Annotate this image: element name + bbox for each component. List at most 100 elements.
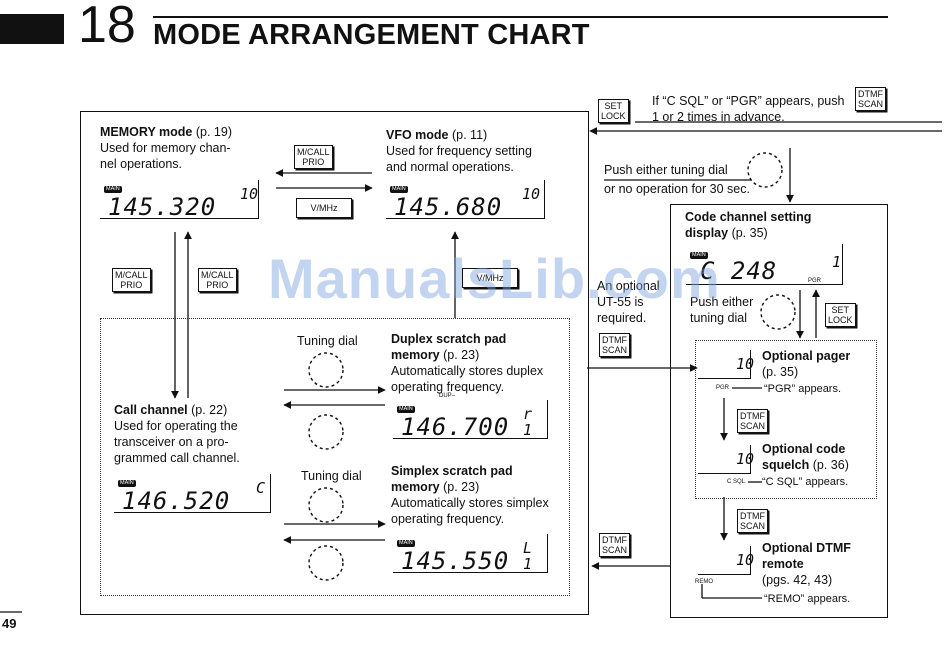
code-channel-title: Code channel setting <box>685 210 812 224</box>
main-indicator: MAIN <box>390 186 408 193</box>
pager-ref: (p. 35) <box>762 365 799 379</box>
scratch-pad-box <box>100 318 570 596</box>
code-push-line1: Push either <box>690 295 754 309</box>
memory-mode-desc-2: nel operations. <box>100 157 183 171</box>
tuning-dial-label-2: Tuning dial <box>301 469 362 483</box>
key-label: DTMF <box>858 89 883 99</box>
main-indicator: MAIN <box>118 480 136 487</box>
simplex-ref: (p. 23) <box>443 480 480 494</box>
simplex-desc-1: Automatically stores simplex <box>391 496 549 510</box>
pager-note: “PGR” appears. <box>764 383 842 395</box>
memory-mode-heading: MEMORY mode (p. 19) <box>100 124 232 140</box>
push-dial-line1: Push either tuning dial <box>604 163 728 177</box>
dtmf-remote-channel: 10 <box>736 551 755 569</box>
duplex-channel: r 1 <box>523 405 533 439</box>
call-channel-indicator: C <box>256 479 266 497</box>
call-channel-desc-3: grammed call channel. <box>114 451 240 465</box>
code-squelch-ref: (p. 36) <box>812 458 849 472</box>
key-label: LOCK <box>828 315 853 325</box>
vfo-lcd: MAIN 145.680 10 <box>386 180 545 221</box>
simplex-desc-2: operating frequency. <box>391 512 505 526</box>
simplex-title: Simplex scratch pad <box>391 464 513 478</box>
simplex-lcd: MAIN 145.550 L 1 <box>393 534 548 574</box>
optional-box <box>670 204 888 618</box>
duplex-heading: memory (p. 23) <box>391 347 479 363</box>
memory-frequency: 145.320 <box>108 193 217 221</box>
vfo-mode-ref: (p. 11) <box>452 128 488 142</box>
chapter-title: MODE ARRANGEMENT CHART <box>153 19 590 51</box>
simplex-heading: memory (p. 23) <box>391 479 479 495</box>
dtmf-remote-lcd: 10 <box>698 546 755 575</box>
pager-channel: 10 <box>736 355 755 373</box>
chapter-tab <box>0 14 64 44</box>
key-label: DTMF <box>602 335 627 345</box>
memory-mode-title: MEMORY mode <box>100 125 193 139</box>
code-channel-heading: display (p. 35) <box>685 225 768 241</box>
duplex-ref: (p. 23) <box>443 348 480 362</box>
simplex-channel: L 1 <box>523 539 533 573</box>
vfo-channel: 10 <box>522 185 541 203</box>
code-squelch-channel: 10 <box>736 450 755 468</box>
main-indicator: MAIN <box>397 406 415 413</box>
simplex-title-2: memory <box>391 480 440 494</box>
key-label: M/CALL <box>201 270 234 280</box>
push-dial-line2: or no operation for 30 sec. <box>604 182 750 196</box>
code-squelch-title: Optional code <box>762 442 846 456</box>
pager-lcd: 10 <box>698 350 755 379</box>
main-indicator: MAIN <box>104 186 122 193</box>
key-label: SCAN <box>740 421 766 431</box>
key-label: SET <box>604 101 623 111</box>
key-label: DTMF <box>602 535 627 545</box>
memory-channel: 10 <box>240 185 259 203</box>
code-squelch-lcd: 10 <box>698 445 755 474</box>
call-channel-ref: (p. 22) <box>191 403 228 417</box>
duplex-frequency: 146.700 <box>401 413 510 441</box>
key-label: M/CALL <box>297 147 330 157</box>
tuning-dial-icon-2 <box>308 414 344 450</box>
memory-mode-ref: (p. 19) <box>195 125 232 139</box>
code-push-line2: tuning dial <box>690 311 747 325</box>
memory-mode-desc-1: Used for memory chan- <box>100 141 231 155</box>
tuning-dial-icon-3 <box>308 487 344 523</box>
code-squelch-title-2: squelch <box>762 458 810 472</box>
key-label: SCAN <box>602 345 628 355</box>
key-label: SCAN <box>602 545 628 555</box>
tuning-dial-icon-4 <box>308 545 344 581</box>
pager-title: Optional pager <box>762 349 851 363</box>
call-channel-desc-1: Used for operating the <box>114 419 238 433</box>
page-number: 49 <box>2 616 17 631</box>
code-channel-display: C 248 <box>700 257 778 285</box>
key-label: PRIO <box>206 280 229 290</box>
dtmf-remote-title-2: remote <box>762 557 804 571</box>
key-label: PRIO <box>302 157 325 167</box>
duplex-title: Duplex scratch pad <box>391 332 507 346</box>
code-squelch-tag: C SQL <box>727 479 746 485</box>
vfo-mode-desc-2: and normal operations. <box>386 160 514 174</box>
memory-lcd: MAIN 145.320 10 <box>100 180 259 221</box>
key-label: SCAN <box>740 521 766 531</box>
pager-squelch-box <box>695 340 877 499</box>
duplex-desc-2: operating frequency. <box>391 380 505 394</box>
top-note-line1: If “C SQL” or “PGR” appears, push <box>652 94 845 108</box>
key-label: DTMF <box>740 411 765 421</box>
dtmf-remote-tag: REMO <box>695 579 713 585</box>
call-channel-desc-2: transceiver on a pro- <box>114 435 229 449</box>
chapter-number: 18 <box>78 0 136 54</box>
key-label: DTMF <box>740 511 765 521</box>
call-channel-title: Call channel <box>114 403 188 417</box>
duplex-desc-1: Automatically stores duplex <box>391 364 544 378</box>
key-label: SCAN <box>858 99 884 109</box>
code-channel-ref: (p. 35) <box>731 226 768 240</box>
watermark: ManualsLib.com <box>268 247 721 310</box>
main-box <box>80 111 589 615</box>
vfo-frequency: 145.680 <box>394 193 503 221</box>
optional-note-line1: An optional <box>597 279 660 293</box>
